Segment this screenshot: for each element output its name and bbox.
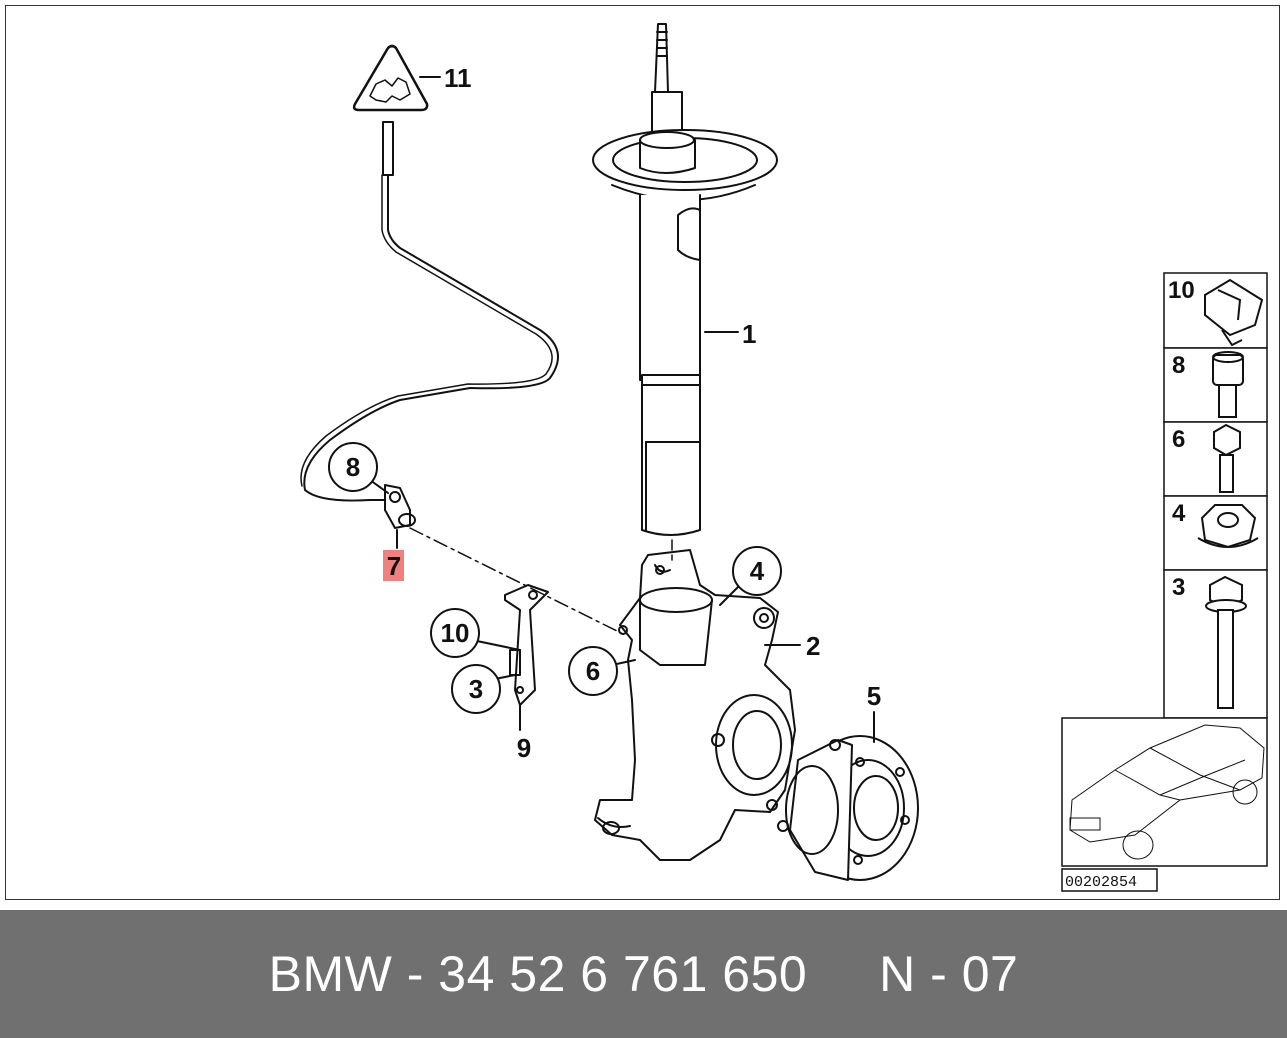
label-3: 3	[469, 674, 483, 704]
nut-icon	[1197, 504, 1259, 549]
clip-icon	[1204, 278, 1264, 347]
label-7: 7	[387, 551, 401, 581]
allen-bolt-icon	[1212, 351, 1244, 418]
sensor-label-highlight	[383, 550, 404, 581]
hub-drawing	[777, 735, 919, 881]
label-9: 9	[517, 733, 531, 763]
warning-triangle-icon	[352, 44, 429, 112]
side-label-6: 6	[1172, 426, 1185, 453]
bracket-drawing	[504, 584, 549, 706]
label-2: 2	[806, 631, 820, 661]
side-label-8: 8	[1172, 352, 1185, 379]
image-code: 00202854	[1065, 874, 1137, 891]
part-number-caption: BMW - 34 52 6 761 650 N - 07	[268, 946, 1019, 1002]
sensor-drawing	[300, 121, 559, 529]
label-1: 1	[742, 319, 756, 349]
label-10: 10	[441, 618, 470, 648]
car-thumbnail-icon	[1069, 724, 1265, 860]
parts-diagram: 1 2 4 5 6 3 10 8 7 9 11	[300, 23, 1268, 892]
label-5: 5	[867, 681, 881, 711]
label-6: 6	[586, 656, 600, 686]
knuckle-drawing	[594, 549, 796, 861]
strut-drawing	[592, 23, 778, 536]
label-11: 11	[444, 63, 472, 93]
label-8: 8	[346, 452, 360, 482]
label-4: 4	[750, 556, 765, 586]
hex-bolt-icon	[1213, 423, 1241, 493]
side-label-3: 3	[1172, 574, 1185, 601]
side-label-4: 4	[1172, 500, 1186, 527]
side-label-10: 10	[1168, 277, 1195, 304]
side-panel	[1061, 272, 1268, 892]
flange-bolt-icon	[1205, 575, 1247, 709]
footer-bar: BMW - 34 52 6 761 650 N - 07	[0, 910, 1287, 1038]
